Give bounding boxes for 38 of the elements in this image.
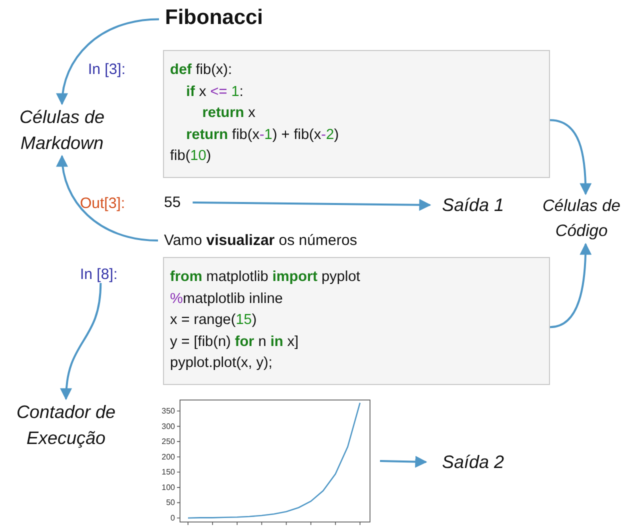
tick-label: 200 [162,452,175,462]
code-cell [163,50,550,178]
annotation-text: Células de Código [540,194,623,244]
arrow [380,456,428,468]
code-line: %matplotlib inline [170,290,283,308]
markdown-text: Vamo visualizar os números [164,232,358,249]
code-line: return fib(x-1) + fib(x-2) [185,126,339,144]
code-line: return x [201,104,256,123]
arrow [56,18,160,106]
code-line: from matplotlib import pyplot [170,268,360,287]
arrow [192,198,432,211]
arrow [56,154,158,242]
markdown-heading: Fibonacci [165,6,264,30]
tick-label: 100 [162,482,175,492]
code-cell [163,257,550,384]
execution-count: In [3]: [88,61,126,78]
arrow [550,242,592,328]
annotation-text: Células de Markdown [0,104,124,156]
tick-label: 150 [162,468,175,477]
arrow [550,119,592,196]
code-line: def fib(x): [170,61,232,80]
output-prompt: Out[3]: [80,195,126,212]
tick-label: 300 [162,422,175,431]
tick-label: 50 [166,498,175,508]
annotation-text: Contador de Execução [0,399,132,451]
annotation-text: Saída 1 [442,192,504,218]
code-line: pyplot.plot(x, y); [170,354,272,373]
tick-label: 0 [170,514,175,522]
code-line: if x <= 1: [185,82,244,102]
annotation-text: Saída 2 [442,449,504,475]
execution-count: In [8]: [80,266,118,283]
tick-label: 350 [162,406,175,416]
code-line: fib(10) [170,147,212,166]
arrow [60,282,102,400]
code-line: x = range(15) [170,311,257,330]
tick-label: 250 [162,437,175,446]
code-line: y = [fib(n) for n in x] [170,332,299,352]
output-text: 55 [164,194,181,211]
